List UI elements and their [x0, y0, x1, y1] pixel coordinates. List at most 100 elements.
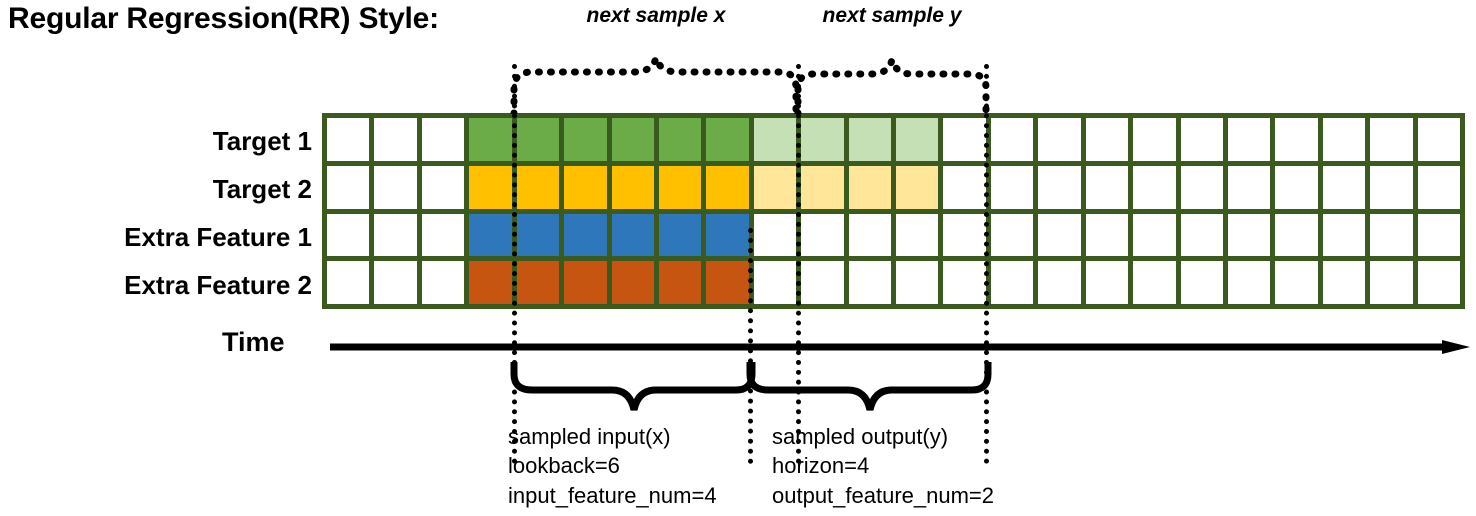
grid-cell-r4-c10: [753, 261, 797, 304]
grid-cell-r3-c13: [896, 213, 939, 257]
grid-cell-r4-c24: [1417, 261, 1460, 304]
grid-cell-r3-c17: [1085, 213, 1129, 257]
grid-cell-r4-c1: [327, 261, 370, 304]
grid-cell-r2-c10: [753, 165, 797, 209]
row-label-extra-feature-2: Extra Feature 2: [124, 270, 312, 300]
grid-cell-r3-c2: [374, 213, 417, 257]
grid-cell-r1-c16: [1038, 118, 1081, 161]
grid-cell-r4-c5: [516, 261, 560, 304]
top-brace-next-sample-y: [794, 56, 990, 114]
grid-cell-r3-c5: [516, 213, 560, 257]
grid-cell-r4-c21: [1275, 261, 1318, 304]
grid-cell-r4-c11: [801, 261, 844, 304]
bottom-brace-sampled-input: [510, 362, 756, 411]
grid-cell-r3-c1: [327, 213, 370, 257]
grid-cell-r1-c10: [753, 118, 797, 161]
bottom-label-sampled-input: sampled input(x) lookback=6 input_featur…: [508, 422, 717, 510]
sampled-input-lookback: lookback=6: [508, 453, 620, 479]
grid-cell-r4-c18: [1133, 261, 1176, 304]
guide-line-output-end: [984, 64, 989, 464]
grid-cell-r2-c14: [943, 165, 986, 209]
grid-cell-r2-c24: [1417, 165, 1460, 209]
grid-cell-r2-c9: [706, 165, 749, 209]
top-brace-next-sample-x: [510, 56, 800, 114]
grid-cell-r3-c9: [706, 213, 749, 257]
grid-cell-r2-c8: [658, 165, 702, 209]
grid-cell-r1-c19: [1180, 118, 1223, 161]
grid-cell-r3-c15: [990, 213, 1034, 257]
grid-cell-r1-c13: [896, 118, 939, 161]
grid-cell-r2-c13: [896, 165, 939, 209]
grid-cell-r3-c11: [801, 213, 844, 257]
grid-cell-r2-c19: [1180, 165, 1223, 209]
grid-cell-r4-c2: [374, 261, 417, 304]
grid-cell-r1-c7: [611, 118, 654, 161]
grid-cell-r4-c17: [1085, 261, 1129, 304]
top-brace-label-next-sample-y: next sample y: [822, 4, 962, 27]
grid-cell-r3-c3: [421, 213, 465, 257]
grid-cell-r2-c21: [1275, 165, 1318, 209]
grid-cell-r3-c21: [1275, 213, 1318, 257]
grid-cell-r2-c11: [801, 165, 844, 209]
time-series-grid: [322, 113, 1465, 309]
grid-cell-r4-c20: [1227, 261, 1271, 304]
grid-cell-r4-c3: [421, 261, 465, 304]
grid-cell-r1-c20: [1227, 118, 1271, 161]
grid-cell-r1-c18: [1133, 118, 1176, 161]
grid-cell-r2-c3: [421, 165, 465, 209]
grid-cell-r1-c22: [1322, 118, 1366, 161]
page-title: Regular Regression(RR) Style:: [8, 2, 439, 35]
grid-cell-r1-c5: [516, 118, 560, 161]
sampled-output-horizon: horizon=4: [772, 453, 870, 479]
grid-cell-r1-c12: [848, 118, 891, 161]
grid-cell-r4-c15: [990, 261, 1034, 304]
grid-cell-r3-c20: [1227, 213, 1271, 257]
grid-cell-r3-c22: [1322, 213, 1366, 257]
grid-cell-r1-c3: [421, 118, 465, 161]
grid-cell-r4-c19: [1180, 261, 1223, 304]
grid-cell-r2-c12: [848, 165, 891, 209]
grid-cell-r2-c16: [1038, 165, 1081, 209]
grid-cell-r4-c16: [1038, 261, 1081, 304]
grid-cell-r4-c4: [469, 261, 512, 304]
grid-cell-r1-c14: [943, 118, 986, 161]
time-axis-label: Time: [222, 327, 285, 357]
grid-cell-r4-c12: [848, 261, 891, 304]
grid-cell-r4-c7: [611, 261, 654, 304]
grid-cell-r2-c20: [1227, 165, 1271, 209]
grid-cell-r3-c14: [943, 213, 986, 257]
bottom-label-sampled-output: sampled output(y) horizon=4 output_featu…: [772, 422, 994, 510]
sampled-output-feature-num: output_feature_num=2: [772, 482, 995, 508]
grid-cell-r3-c12: [848, 213, 891, 257]
grid-cell-r4-c13: [896, 261, 939, 304]
grid-cell-r4-c6: [564, 261, 607, 304]
sampled-input-title: sampled input(x): [508, 424, 671, 449]
grid-cell-r2-c18: [1133, 165, 1176, 209]
grid-cell-r2-c1: [327, 165, 370, 209]
grid-cell-r1-c1: [327, 118, 370, 161]
grid-cell-r2-c5: [516, 165, 560, 209]
grid-cell-r2-c17: [1085, 165, 1129, 209]
grid-cell-r1-c11: [801, 118, 844, 161]
grid-cell-r2-c4: [469, 165, 512, 209]
grid-cell-r3-c6: [564, 213, 607, 257]
time-axis-arrow-icon: [330, 340, 1470, 354]
grid-cell-r1-c4: [469, 118, 512, 161]
grid-cell-r3-c7: [611, 213, 654, 257]
grid-cell-r3-c10: [753, 213, 797, 257]
grid-cell-r4-c9: [706, 261, 749, 304]
grid-cell-r2-c6: [564, 165, 607, 209]
row-label-target-2: Target 2: [212, 174, 312, 204]
guide-line-sample-split: [796, 64, 801, 464]
grid-cell-r1-c15: [990, 118, 1034, 161]
grid-cell-r2-c15: [990, 165, 1034, 209]
grid-cell-r2-c22: [1322, 165, 1366, 209]
grid-cell-r3-c23: [1370, 213, 1413, 257]
grid-cell-r3-c8: [658, 213, 702, 257]
grid-cell-r3-c24: [1417, 213, 1460, 257]
grid-cell-r1-c23: [1370, 118, 1413, 161]
grid-cell-r3-c19: [1180, 213, 1223, 257]
grid-cell-r3-c16: [1038, 213, 1081, 257]
sampled-input-feature-num: input_feature_num=4: [508, 482, 717, 508]
